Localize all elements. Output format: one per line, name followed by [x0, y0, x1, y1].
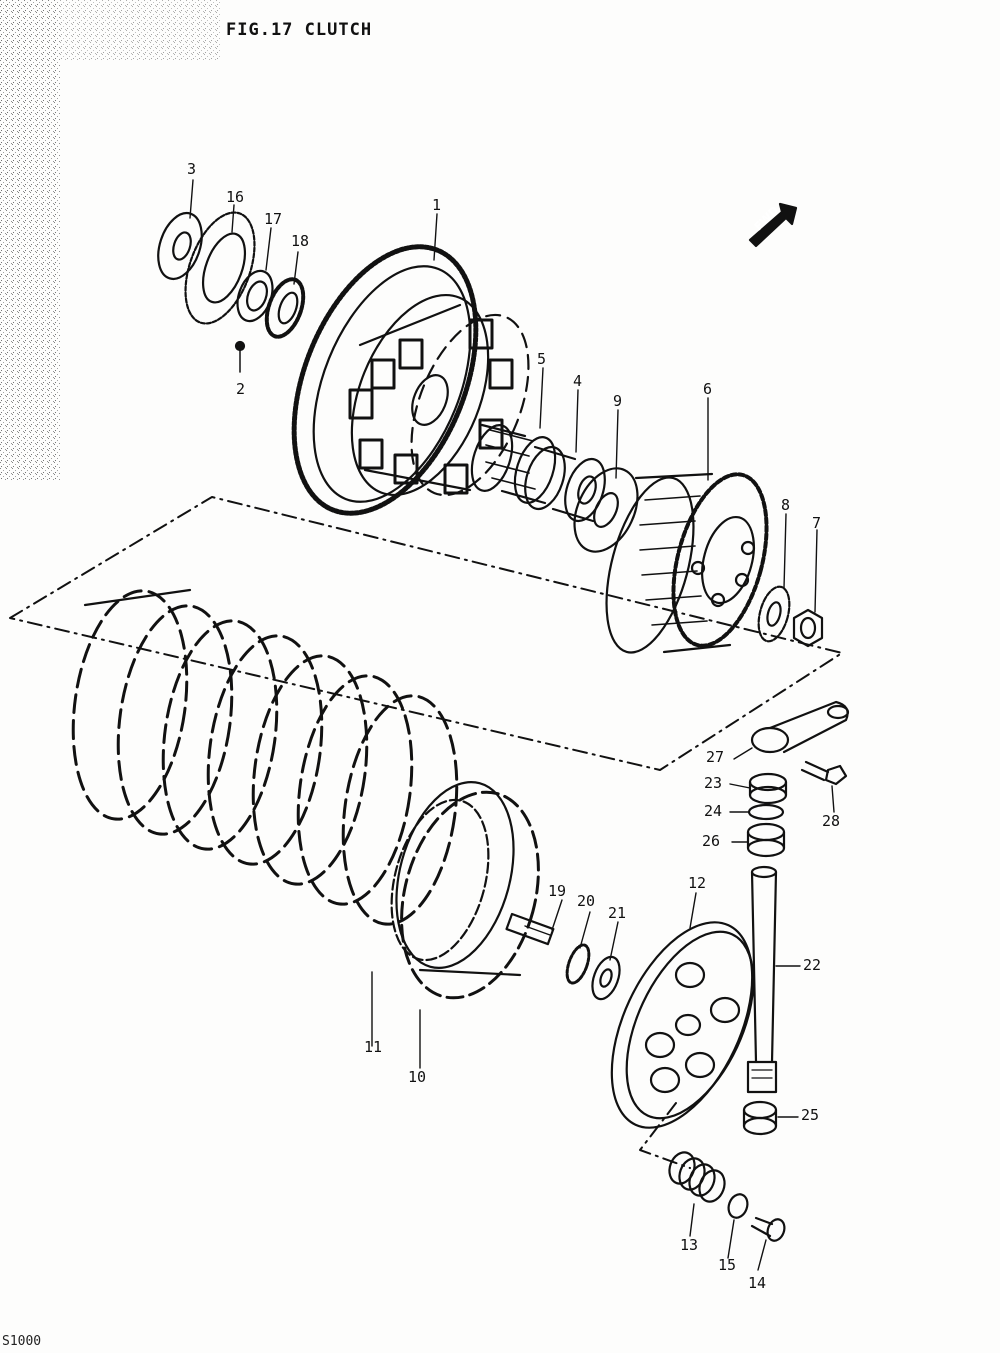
callout-6: 6: [703, 380, 713, 398]
callout-11: 11: [364, 1038, 383, 1056]
callout-18: 18: [291, 232, 310, 250]
callout-25: 25: [801, 1106, 820, 1124]
sleeve-hub-6: [605, 472, 769, 654]
spacer-4: [524, 445, 606, 523]
clutch-plate-stack: [71, 588, 540, 1000]
callout-2: 2: [236, 380, 246, 398]
bearing-5: [470, 423, 557, 505]
callout-28: 28: [822, 812, 841, 830]
bolt-14: [750, 1216, 786, 1242]
oring-24: [747, 803, 785, 821]
callout-22: 22: [803, 956, 822, 974]
pressure-plate-12: [610, 921, 755, 1129]
callout-19: 19: [548, 882, 567, 900]
bearing-25: [742, 1100, 778, 1136]
callout-9: 9: [613, 392, 623, 410]
callout-5: 5: [537, 350, 547, 368]
washer-9: [573, 467, 639, 553]
callout-16: 16: [226, 188, 245, 206]
release-shaft-22: [746, 865, 778, 1094]
callout-4: 4: [573, 372, 583, 390]
screw-2: [234, 340, 246, 373]
callout-20: 20: [577, 892, 596, 910]
callout-27: 27: [706, 748, 725, 766]
bearing-26: [746, 822, 786, 858]
callout-26: 26: [702, 832, 721, 850]
lockwasher-8: [757, 585, 791, 643]
washer-21: [591, 955, 621, 1001]
nut-7: [792, 608, 824, 648]
figure-title: FIG.17 CLUTCH: [226, 20, 373, 40]
callout-21: 21: [608, 904, 627, 922]
callout-8: 8: [781, 496, 791, 514]
callout-15: 15: [718, 1256, 737, 1274]
bearing-18: [264, 277, 306, 339]
clutch-housing-1: [291, 244, 530, 516]
callout-14: 14: [748, 1274, 767, 1292]
callout-13: 13: [680, 1236, 699, 1254]
callout-17: 17: [264, 210, 283, 228]
pushrod-19: [505, 912, 555, 946]
callout-24: 24: [704, 802, 723, 820]
leader-lines: [189, 179, 835, 1271]
callout-23: 23: [704, 774, 723, 792]
callout-12: 12: [688, 874, 707, 892]
callout-10: 10: [408, 1068, 427, 1086]
plate-16: [184, 211, 256, 325]
spring-13: [668, 1151, 726, 1203]
forward-arrow: [748, 202, 798, 248]
callout-7: 7: [812, 514, 822, 532]
washer-3: [157, 211, 203, 281]
seal-23: [748, 772, 788, 805]
callout-1: 1: [432, 196, 442, 214]
assembly-boundary: [9, 496, 843, 771]
bolt-28: [800, 760, 848, 786]
washer-15: [727, 1193, 749, 1219]
footer-code: S1000: [2, 1334, 42, 1349]
bearing-20: [565, 943, 591, 985]
callout-3: 3: [187, 160, 197, 178]
release-arm-27: [750, 700, 850, 754]
